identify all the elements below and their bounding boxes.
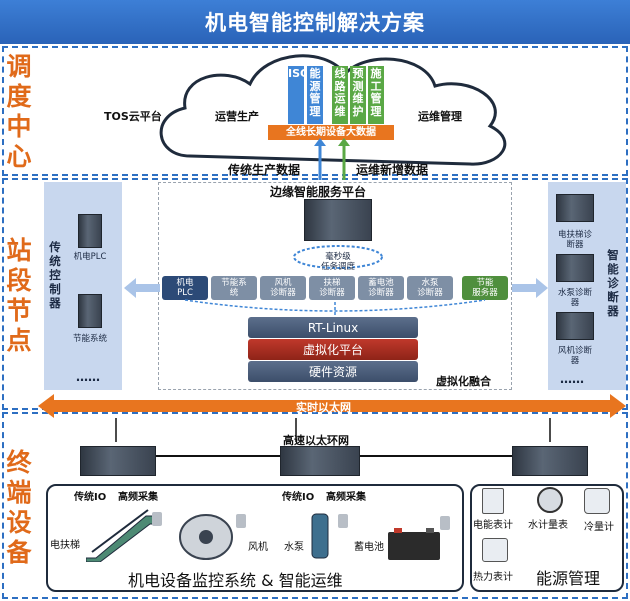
hf-label-2: 高频采集	[326, 492, 366, 503]
heat-meter-icon	[482, 538, 508, 562]
escalator-icon	[86, 509, 159, 562]
monitoring-system-caption: 机电设备监控系统 & 智能运维	[128, 571, 343, 590]
escalator-diagnoser-icon	[556, 194, 594, 222]
water-meter-icon	[537, 487, 563, 513]
plc-device-icon	[78, 214, 102, 248]
layer-rt-linux: RT-Linux	[248, 317, 418, 338]
water-meter-label: 水计量表	[528, 520, 568, 531]
module-energy-system: 节能系 统	[211, 276, 257, 300]
scheduling-label-1: 毫秒级	[325, 252, 351, 262]
ops-production-label: 运营生产	[215, 110, 259, 123]
plc-device-label: 机电PLC	[73, 252, 107, 262]
layer-hardware: 硬件资源	[248, 361, 418, 382]
fan-diagnoser-icon	[556, 312, 594, 340]
sensor-icon-1	[152, 512, 162, 526]
cloud-box-line-ops: 线路运维	[332, 66, 348, 124]
edge-platform-title: 边缘智能服务平台	[270, 185, 367, 199]
pump-icon	[311, 513, 329, 559]
fan-icon	[179, 514, 233, 560]
module-escalator-diagnoser: 扶梯 诊断器	[309, 276, 355, 300]
left-panel-more: ……	[76, 370, 100, 384]
flow-arrows	[314, 138, 350, 180]
module-plc: 机电 PLC	[162, 276, 208, 300]
ops-maintenance-label: 运维管理	[418, 110, 462, 123]
page-title: 机电智能控制解决方案	[0, 0, 630, 44]
scheduling-label-2: 任务调度	[320, 262, 355, 272]
section-label-dispatch: 调度中心	[6, 52, 32, 171]
cooling-meter-icon	[584, 488, 610, 514]
ring-switch-center-icon	[280, 446, 360, 476]
section-label-terminal: 终端设备	[6, 448, 32, 567]
module-battery-diagnoser: 蓄电池 诊断器	[358, 276, 404, 300]
escalator-label: 电扶梯	[50, 540, 80, 551]
sensor-icon-2	[236, 514, 246, 528]
sensor-icon-4	[440, 516, 450, 530]
electric-meter-label: 电能表计	[473, 520, 513, 531]
right-panel-more: ……	[560, 372, 584, 386]
heat-meter-label: 热力表计	[473, 572, 513, 583]
battery-label: 蓄电池	[354, 542, 384, 553]
module-fan-diagnoser: 风机 诊断器	[260, 276, 306, 300]
cloud-box-construction: 施工管理	[368, 66, 384, 124]
cloud-box-predictive: 预测维护	[350, 66, 366, 124]
fan-label: 风机	[248, 542, 268, 553]
tos-cloud-label: TOS云平台	[104, 110, 162, 123]
monitoring-system-box	[46, 484, 464, 592]
ring-switch-right-icon	[512, 446, 588, 476]
pump-label: 水泵	[284, 542, 304, 553]
left-arrow	[124, 278, 160, 298]
traditional-data-label: 传统生产数据	[228, 163, 301, 177]
pump-diagnoser-icon	[556, 254, 594, 282]
sensor-icon-3	[338, 514, 348, 528]
layer-virtualization: 虚拟化平台	[248, 339, 418, 360]
hf-label-1: 高频采集	[118, 492, 158, 503]
io-label-1: 传统IO	[74, 492, 107, 503]
dispatch-section	[2, 46, 628, 176]
right-arrow	[512, 278, 548, 298]
new-ops-data-label: 运维新增数据	[356, 163, 429, 177]
energy-system-device-label: 节能系统	[72, 334, 107, 344]
right-panel-title: 智能诊断器	[607, 248, 619, 318]
battery-icon	[388, 528, 440, 560]
cloud-box-iscs: ISCS	[288, 66, 316, 124]
escalator-diagnoser-label: 电扶梯诊断器	[557, 230, 592, 250]
energy-system-device-icon	[78, 294, 102, 328]
terminal-section	[2, 412, 628, 599]
virtualization-fusion-label: 虚拟化融合	[436, 375, 491, 388]
io-label-2: 传统IO	[282, 492, 315, 503]
energy-management-caption: 能源管理	[536, 569, 601, 588]
cloud-box-energy: 能源管理	[307, 66, 323, 124]
fan-diagnoser-label: 风机诊断器	[557, 346, 592, 366]
electric-meter-icon	[482, 488, 504, 514]
realtime-ethernet-label: 实时以太网	[296, 401, 351, 414]
edge-server-icon	[304, 199, 372, 241]
cooling-meter-label: 冷量计	[584, 522, 614, 533]
module-energy-server: 节能 服务器	[462, 276, 508, 300]
pump-diagnoser-label: 水泵诊断器	[557, 288, 592, 308]
module-pump-diagnoser: 水泵 诊断器	[407, 276, 453, 300]
scheduling-loop	[293, 245, 383, 269]
realtime-ethernet-bar	[38, 394, 626, 418]
ring-switch-left-icon	[80, 446, 156, 476]
energy-management-box	[470, 484, 624, 592]
ring-network-label: 高速以太环网	[283, 434, 349, 447]
bigdata-bar: 全线长期设备大数据	[268, 125, 394, 140]
left-panel-title: 传统控制器	[49, 240, 61, 310]
section-label-station: 站段节点	[6, 236, 32, 355]
